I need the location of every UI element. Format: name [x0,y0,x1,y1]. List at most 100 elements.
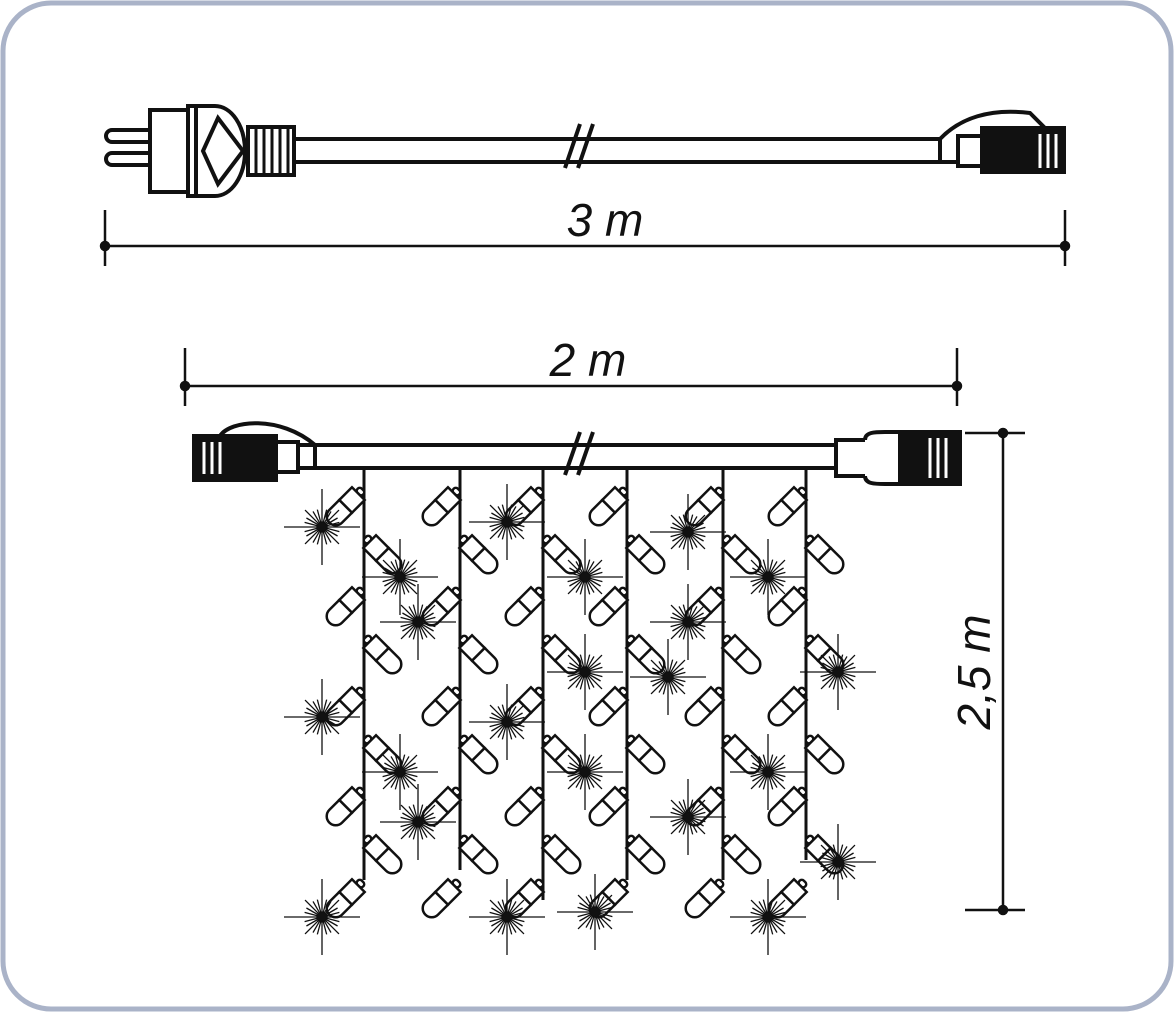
bulb-icon [767,785,809,827]
bulb-icon [540,733,582,775]
bulb-glass [588,798,617,827]
sparkle-center [662,671,674,683]
curtain-height-dimension [965,427,1025,916]
bulb-icon [767,685,809,727]
bulb-glass [421,698,450,727]
bulb-glass [470,846,499,875]
bulb-icon [325,585,367,627]
output-socket-icon [834,430,962,486]
sparkle-icon [469,484,545,560]
bulb-icon [325,485,367,527]
sparkle-center [832,856,844,868]
sparkle-center [579,666,591,678]
connector-icon [938,109,1066,174]
sparkle-icon [284,489,360,565]
bulb-glass [421,890,450,919]
sparkle-icon [469,879,545,955]
sparkle-center [316,911,328,923]
bulb-glass [733,546,762,575]
bulb-icon [504,585,546,627]
bulb-icon [421,485,463,527]
bulb-icon [720,833,762,875]
bulb-icon [457,633,499,675]
sparkle-center [316,711,328,723]
bulb-glass [816,546,845,575]
bulb-glass [733,846,762,875]
bulb-glass [684,890,713,919]
bulb-glass [588,498,617,527]
bulb-icon [720,533,762,575]
bulb-icon [361,833,403,875]
bulb-icon [457,833,499,875]
light-curtain [284,468,876,955]
bulb-icon [361,633,403,675]
bulb-icon [421,877,463,919]
bulb-icon [624,533,666,575]
bulb-icon [588,585,630,627]
sparkle-center [394,571,406,583]
sparkle-center [682,616,694,628]
bulb-icon [767,585,809,627]
sparkle-center [412,816,424,828]
sparkle-icon [800,824,876,900]
sparkle-icon [650,584,726,660]
curtain-width-label: 2 m [549,334,627,386]
bulb-glass [637,546,666,575]
bulb-icon [684,685,726,727]
sparkle-center [579,766,591,778]
bulb-icon [767,485,809,527]
bulb-glass [374,646,403,675]
plug-icon [104,104,296,198]
sparkle-icon [730,879,806,955]
bulb-icon [767,877,809,919]
bulb-glass [470,746,499,775]
sparkle-center [501,716,513,728]
bulb-icon [421,685,463,727]
sparkle-icon [650,779,726,855]
bulb-glass [374,846,403,875]
bulb-icon [720,633,762,675]
cable-length-label: 3 m [567,194,644,246]
bulb-glass [325,498,354,527]
sparkle-center [316,521,328,533]
bulb-icon [588,785,630,827]
bulb-glass [684,698,713,727]
bulb-glass [767,698,796,727]
sparkle-center [394,766,406,778]
sparkle-icon [362,539,438,615]
bulb-glass [504,798,533,827]
cable-length-dimension [99,210,1071,266]
sparkle-icon [547,734,623,810]
bulb-glass [325,798,354,827]
bulb-glass [637,846,666,875]
sparkle-center [412,616,424,628]
sparkle-icon [630,639,706,715]
bulb-icon [684,877,726,919]
bulb-glass [470,646,499,675]
sparkle-center [589,906,601,918]
bulb-icon [325,785,367,827]
sparkle-center [762,911,774,923]
bulb-glass [325,598,354,627]
sparkle-icon [362,734,438,810]
input-connector-icon [192,421,317,482]
bulb-glass [733,646,762,675]
sparkle-icon [730,539,806,615]
bulb-icon [457,733,499,775]
sparkle-icon [730,734,806,810]
bulb-icon [624,733,666,775]
bulb-glass [553,846,582,875]
curtain-height-label: 2,5 m [948,614,1000,730]
sparkle-center [501,911,513,923]
sparkle-center [762,571,774,583]
bulb-glass [421,498,450,527]
sparkle-icon [284,679,360,755]
bulb-icon [803,733,845,775]
bulb-glass [588,698,617,727]
sparkle-icon [284,879,360,955]
sparkle-icon [547,634,623,710]
bulb-icon [588,485,630,527]
bulb-glass [504,598,533,627]
